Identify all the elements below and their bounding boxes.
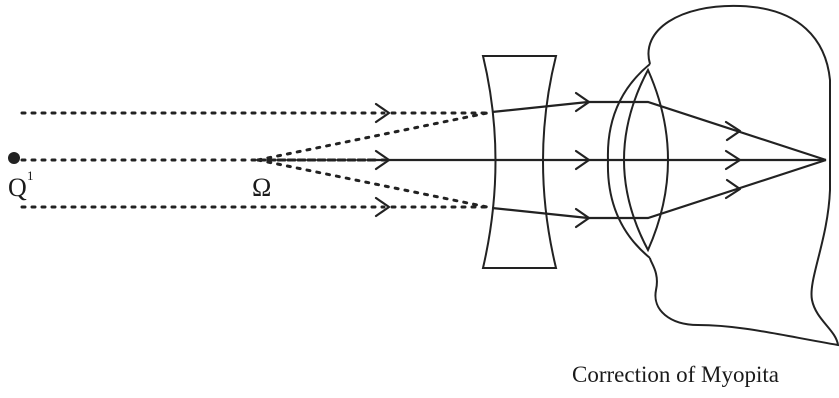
diagram-caption: Correction of Myopita — [572, 362, 779, 387]
far-point-label: Q — [8, 173, 27, 202]
concave-lens — [483, 56, 556, 268]
far-point-label-superscript: 1 — [27, 168, 34, 183]
virtual-ray-top — [258, 112, 492, 160]
image-point-label: Ω — [252, 173, 271, 202]
virtual-ray-bottom — [258, 160, 492, 208]
far-point-dot — [8, 152, 20, 164]
eye-outline — [648, 6, 838, 345]
refracted-ray-top — [492, 102, 826, 160]
